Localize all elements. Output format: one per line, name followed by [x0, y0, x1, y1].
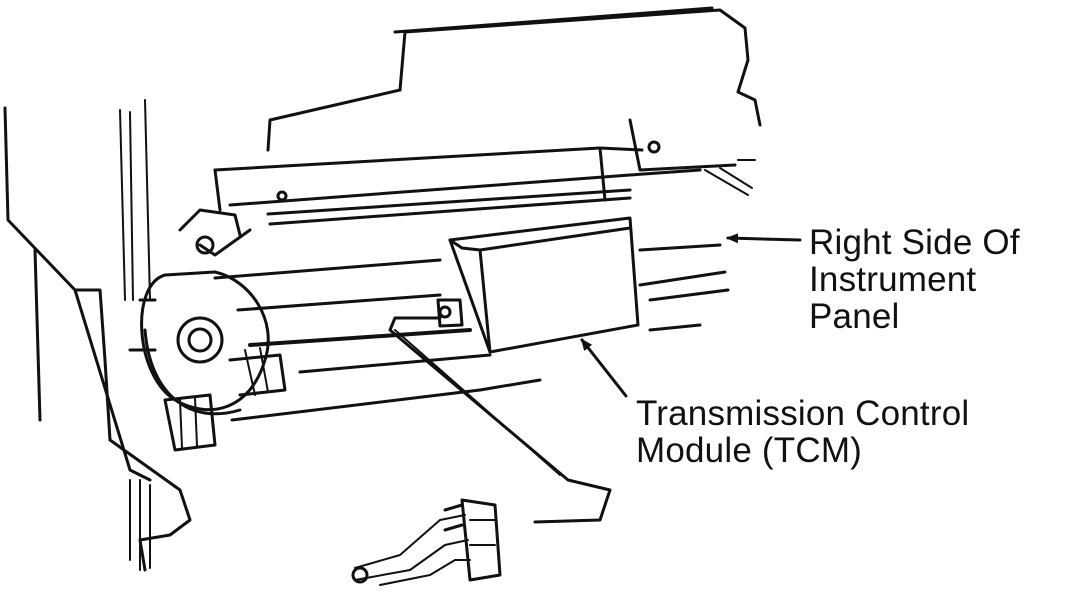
callout-arrow-panel — [726, 233, 802, 244]
dash-panel-rail — [213, 118, 756, 226]
callout-arrow-tcm — [580, 338, 628, 398]
callout-line: Instrument — [809, 260, 977, 299]
lower-trim-rails — [213, 243, 730, 422]
callout-label-instrument-panel: Right Side Of Instrument Panel — [809, 224, 1020, 335]
callout-line: Right Side Of — [809, 223, 1020, 262]
left-kick-panel — [3, 99, 192, 572]
dashboard-top — [266, 6, 762, 152]
tcm-harness-wire — [388, 316, 612, 524]
tcm-connector — [351, 498, 502, 586]
callout-line: Module (TCM) — [636, 431, 863, 470]
callout-line: Transmission Control — [636, 394, 970, 433]
ignition-switch-assembly — [128, 208, 287, 571]
callout-line: Panel — [809, 297, 900, 336]
callout-label-tcm: Transmission Control Module (TCM) — [636, 395, 969, 469]
